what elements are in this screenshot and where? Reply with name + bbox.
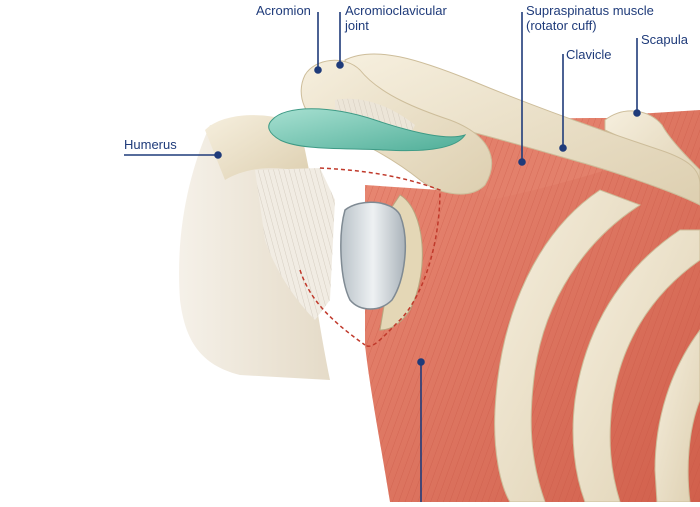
rib-3 — [654, 329, 700, 503]
leader-acromion-dot — [314, 66, 322, 74]
label-humerus: Humerus — [124, 137, 177, 152]
capsule-dashed-outline-lower — [299, 269, 366, 346]
leader-supraspinatus-dot — [518, 158, 526, 166]
label-clavicle: Clavicle — [566, 47, 612, 62]
leader-humerus-dot — [214, 151, 222, 159]
leader-lines — [124, 12, 641, 502]
leader-bottom-dot — [417, 358, 425, 366]
leader-clavicle-dot — [559, 144, 567, 152]
label-scapula: Scapula — [641, 32, 688, 47]
capsule-dashed-outline — [319, 167, 441, 347]
label-acromion: Acromion — [256, 3, 311, 18]
label-acromioclavicular-joint: Acromioclavicular joint — [345, 3, 447, 33]
leader-scapula-dot — [633, 109, 641, 117]
subacromial-bursa — [268, 108, 467, 152]
label-supraspinatus-muscle: Supraspinatus muscle (rotator cuff) — [526, 3, 654, 33]
humeral-head — [340, 201, 406, 310]
leader-ac-joint-dot — [336, 61, 344, 69]
capsule-tendon-fibers — [255, 168, 335, 320]
